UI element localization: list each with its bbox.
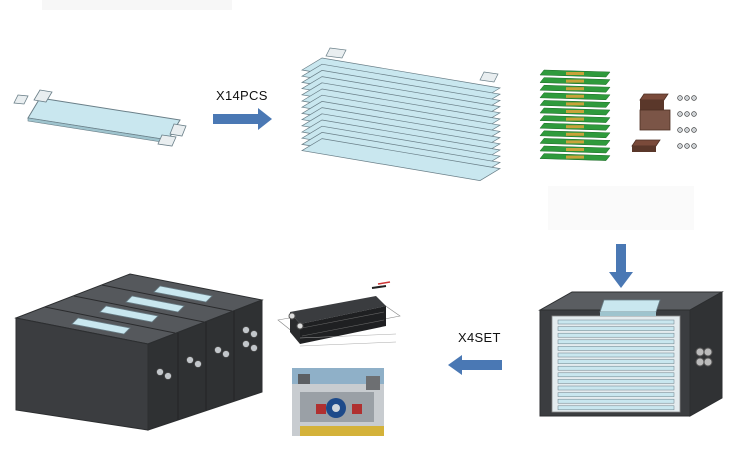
right-arrow-icon — [213, 108, 272, 130]
blank-label-right — [548, 186, 694, 230]
brackets-and-screws-part — [631, 93, 697, 152]
x4set-label: X4SET — [458, 330, 501, 345]
bms-board-photo — [277, 281, 401, 347]
left-arrow-icon — [448, 355, 502, 375]
four-module-pack — [14, 273, 264, 431]
single-module-housing — [538, 291, 724, 417]
x14pcs-label: X14PCS — [216, 88, 268, 103]
bus-connectors-part — [539, 69, 611, 161]
stacked-cells-part — [301, 47, 501, 181]
down-arrow-icon — [609, 244, 633, 288]
single-cell-part — [13, 89, 187, 147]
blank-label-top — [42, 0, 232, 10]
machine-detail-photo — [292, 368, 384, 436]
